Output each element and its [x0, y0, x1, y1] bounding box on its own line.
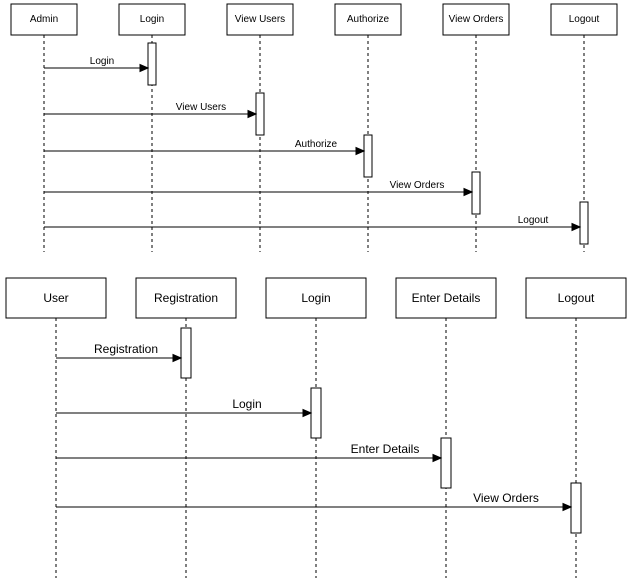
- message-label: Logout: [518, 215, 549, 226]
- participant-box: [334, 3, 402, 36]
- participant-box: [265, 277, 367, 319]
- participant-label: Authorize: [347, 14, 390, 25]
- activation-bar: [570, 482, 582, 534]
- message-authorize: Authorize: [44, 134, 373, 178]
- message-logout: Logout: [44, 201, 589, 245]
- message-label: View Orders: [390, 180, 445, 191]
- arrowhead: [562, 502, 573, 512]
- participant-label: Registration: [154, 291, 218, 305]
- activation-bar: [310, 387, 322, 439]
- activation-bar: [180, 327, 192, 379]
- participant-authorize: Authorize: [334, 3, 402, 252]
- participant-login: Login: [118, 3, 186, 252]
- message-label: Login: [90, 56, 114, 67]
- arrowhead: [432, 453, 443, 463]
- message-login: Login: [44, 42, 157, 86]
- participant-label: Admin: [30, 14, 58, 25]
- participant-login: Login: [265, 277, 367, 578]
- message-label: Authorize: [295, 139, 338, 150]
- participant-label: Login: [140, 14, 164, 25]
- arrowhead: [302, 408, 313, 418]
- message-view-orders: View Orders: [56, 482, 582, 534]
- participant-admin: Admin: [10, 3, 78, 252]
- participant-enter-details: Enter Details: [395, 277, 497, 578]
- participant-user: User: [5, 277, 107, 578]
- message-label: View Users: [176, 102, 226, 113]
- activation-bar: [147, 42, 157, 86]
- message-label: Enter Details: [351, 442, 420, 456]
- message-enter-details: Enter Details: [56, 437, 452, 489]
- message-label: View Orders: [473, 491, 539, 505]
- arrowhead: [571, 222, 582, 232]
- participant-label: Logout: [558, 291, 595, 305]
- participant-box: [550, 3, 618, 36]
- participant-label: View Users: [235, 14, 285, 25]
- participant-box: [442, 3, 510, 36]
- arrowhead: [463, 187, 474, 197]
- message-login: Login: [56, 387, 322, 439]
- participant-box: [135, 277, 237, 319]
- participant-box: [395, 277, 497, 319]
- participant-box: [118, 3, 186, 36]
- participant-label: Logout: [569, 14, 600, 25]
- participant-view-users: View Users: [226, 3, 294, 252]
- message-view-users: View Users: [44, 92, 265, 136]
- activation-bar: [440, 437, 452, 489]
- participant-logout: Logout: [550, 3, 618, 252]
- participant-label: View Orders: [449, 14, 504, 25]
- participant-box: [5, 277, 107, 319]
- participant-box: [10, 3, 78, 36]
- participant-box: [226, 3, 294, 36]
- message-label: Login: [232, 397, 261, 411]
- arrowhead: [139, 63, 150, 73]
- participant-label: User: [43, 291, 68, 305]
- message-view-orders: View Orders: [44, 171, 481, 215]
- participant-label: Enter Details: [412, 291, 481, 305]
- activation-bar: [363, 134, 373, 178]
- activation-bar: [579, 201, 589, 245]
- participant-label: Login: [301, 291, 330, 305]
- message-registration: Registration: [56, 327, 192, 379]
- participant-registration: Registration: [135, 277, 237, 578]
- message-label: Registration: [94, 342, 158, 356]
- participant-box: [525, 277, 627, 319]
- arrowhead: [355, 146, 366, 156]
- arrowhead: [172, 353, 183, 363]
- activation-bar: [471, 171, 481, 215]
- participant-logout: Logout: [525, 277, 627, 578]
- arrowhead: [247, 109, 258, 119]
- participant-view-orders: View Orders: [442, 3, 510, 252]
